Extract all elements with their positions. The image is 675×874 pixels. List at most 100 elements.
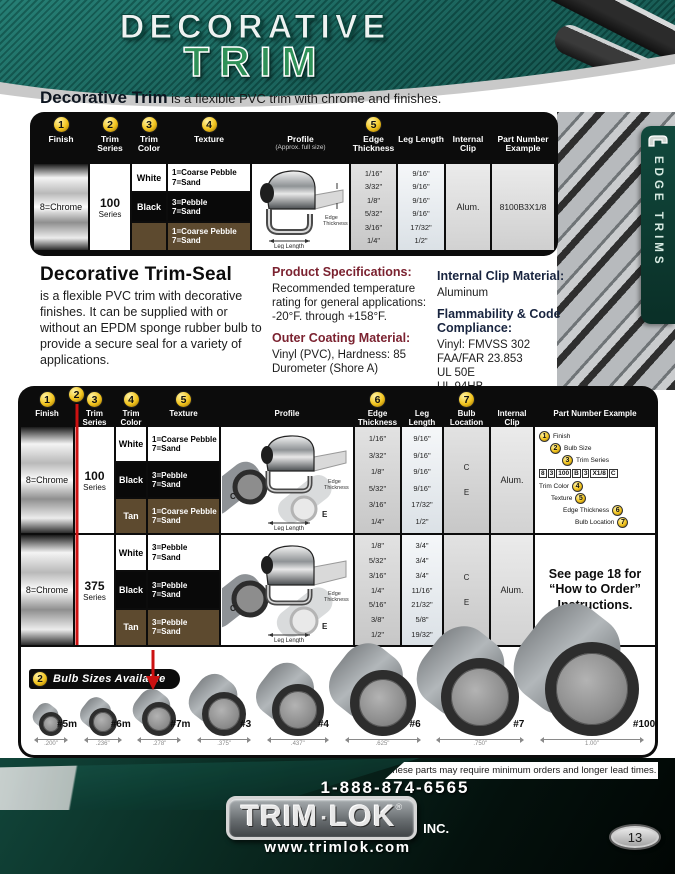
col-bulb-location: Bulb Location (449, 409, 484, 427)
clip-material-body: Aluminum (437, 286, 489, 299)
col-part-number: Part Number Example (497, 134, 549, 154)
col-texture: Texture (193, 134, 225, 144)
color-tan (132, 222, 166, 250)
brand-block: 1-888-874-6565 TRIM ▪ LOK ® INC. www.tri… (178, 778, 498, 856)
phone-number: 1-888-874-6565 (320, 778, 470, 797)
col-profile: Profile (287, 134, 314, 144)
col-trim-series: Trim Series (97, 134, 123, 154)
color-tan: Tan (116, 609, 146, 645)
bulb-size-row: #5m .200" #6m .236" #7m .278" #3 .375" #… (28, 588, 655, 747)
step-badge: 3 (86, 391, 103, 408)
step-badge: 3 (562, 455, 573, 466)
svg-text:Leg Length: Leg Length (274, 526, 304, 531)
svg-text:Leg Length: Leg Length (274, 638, 304, 643)
step-badge: 5 (365, 116, 382, 133)
series-cell: 375 Series (75, 535, 114, 645)
step-badge: 2 (101, 116, 119, 133)
step-badge: 6 (369, 391, 386, 408)
col-edge-thickness: Edge Thickness (357, 409, 398, 427)
edge-trims-tab: EDGE TRIMS (641, 126, 675, 324)
step-badge: 7 (617, 517, 629, 528)
trim-seal-intro: Decorative Trim-Seal is a flexible PVC t… (40, 264, 268, 368)
page-header: DECORATIVE TRIM (0, 0, 675, 118)
step-badge: 4 (122, 391, 140, 408)
bulb-7: #7 .750" (403, 613, 524, 747)
bulb-ring (39, 712, 63, 736)
bulb-ring (202, 692, 247, 736)
bulb-100: #100 1.00" (498, 588, 655, 747)
bulb-6: #6 .625" (318, 633, 421, 747)
specs-body: Recommended temperature rating for gener… (272, 282, 427, 323)
color-black: Black (116, 463, 146, 499)
color-tan: Tan (116, 499, 146, 533)
trim-seal-body: is a flexible PVC trim with decorative f… (40, 289, 262, 367)
step-badge: 1 (52, 116, 70, 133)
col-trim-series: Trim Series (82, 409, 107, 427)
col-trim-color: Trim Color (120, 409, 142, 427)
step-badge: 5 (175, 391, 192, 408)
col-finish: Finish (48, 134, 74, 144)
edge-thickness-values: 1/16"3/32"1/8" 5/32"3/16"1/4" (355, 427, 400, 533)
edge-thickness-values: 1/16"3/32"1/8" 5/32"3/16"1/4" (351, 164, 396, 250)
coating-body: Vinyl (PVC), Hardness: 85 Durometer (Sho… (272, 348, 407, 375)
logo-word-decorative: DECORATIVE (119, 8, 391, 47)
product-specifications: Product Specifications: Recommended temp… (272, 265, 432, 384)
col-finish: Finish (35, 409, 59, 418)
col-texture: Texture (169, 409, 198, 418)
registered-mark: ® (395, 802, 403, 812)
step-badge: 4 (572, 481, 584, 492)
finish-cell: 8=Chrome (34, 164, 88, 250)
color-black: Black (132, 193, 166, 223)
bulb-sizes-section: 2 Bulb Sizes Available #5m .200" #6m .23… (21, 588, 655, 755)
color-white: White (116, 535, 146, 573)
leg-length-values: 3/4"3/4"3/4" 11/16"21/32"5/8" 19/32" (402, 535, 442, 645)
part-number-cell: 8100B3X1/8 (492, 164, 554, 250)
color-cells: White Black (132, 164, 166, 250)
color-white: White (116, 427, 146, 463)
bulb-e-label: E (322, 510, 328, 519)
bulb-ring (441, 658, 520, 736)
bulb-c-label: C (230, 604, 236, 613)
col-part-number: Part Number Example (553, 409, 637, 418)
bulb-c-label: C (230, 492, 236, 501)
internal-clip-cell: Alum. (491, 535, 533, 645)
intro-text: is a flexible PVC trim with chrome and f… (167, 91, 442, 106)
bulb-sizes-label: 2 Bulb Sizes Available (29, 669, 180, 689)
step-badge: 3 (140, 116, 158, 133)
bulb-5m: #5m .200" (28, 699, 77, 747)
clip-material-heading: Internal Clip Material: (437, 269, 565, 283)
series-cell: 100 Series (75, 427, 114, 533)
edge-trim-icon (648, 135, 668, 147)
col-internal-clip: Internal Clip (452, 134, 484, 154)
col-trim-color: Trim Color (137, 134, 161, 154)
color-white: White (132, 164, 166, 194)
intro-heading: Decorative Trim (40, 88, 168, 107)
bulb-4: #4 .437" (247, 654, 329, 747)
bulb-ring (142, 702, 177, 736)
step-badge: 4 (200, 116, 218, 133)
bulb-7m: #7m .278" (127, 683, 190, 747)
materials-compliance: Internal Clip Material: Aluminum Flammab… (437, 269, 605, 402)
col-edge-thickness: Edge Thickness (352, 134, 395, 154)
website-url: www.trimlok.com (264, 839, 411, 856)
color-black: Black (116, 572, 146, 610)
col-profile-sub: (Approx. full size) (275, 144, 326, 152)
logo-word-trim: TRIM (183, 37, 327, 86)
col-leg-length: Leg Length (408, 409, 436, 427)
leg-length-values: 9/16"9/16"9/16" 9/16"17/32"1/2" (402, 427, 442, 533)
trim-seal-heading: Decorative Trim-Seal (40, 264, 232, 285)
decorative-trim-logo: DECORATIVE TRIM (110, 8, 400, 86)
col-profile: Profile (274, 409, 300, 418)
series-100-row: 8=Chrome 100 Series White Black Tan 1=Co… (21, 427, 655, 533)
step-badge: 5 (575, 493, 587, 504)
